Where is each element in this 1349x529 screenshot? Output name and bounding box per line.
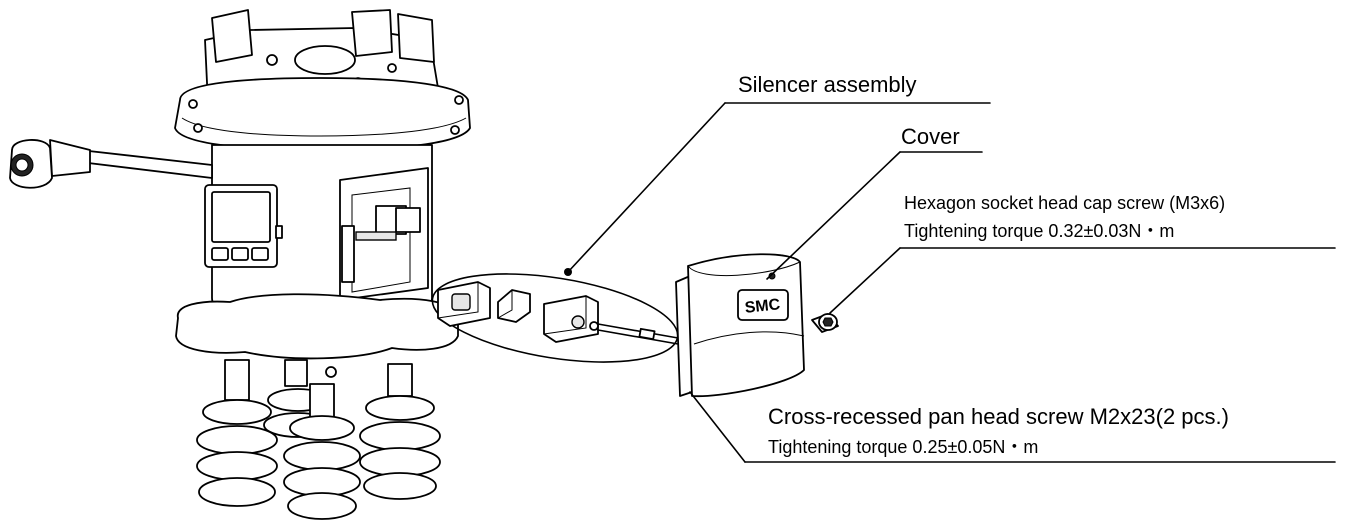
suction-cup-right	[359, 363, 441, 500]
label-hex-screw: Hexagon socket head cap screw (M3x6)	[904, 193, 1226, 213]
leader-lines	[564, 102, 1336, 463]
label-pan-screw-torque: Tightening torque 0.25±0.05N・m	[768, 437, 1039, 457]
label-pan-screw: Cross-recessed pan head screw M2x23(2 pc…	[768, 404, 1229, 429]
label-silencer-assembly: Silencer assembly	[738, 72, 917, 97]
vacuum-gripper-body	[9, 9, 471, 520]
suction-cup-front	[283, 383, 361, 520]
label-cover: Cover	[901, 124, 960, 149]
cover-logo: SMC	[744, 296, 782, 317]
suction-cup-left	[196, 359, 278, 507]
silencer-parts	[431, 273, 679, 363]
label-hex-screw-torque: Tightening torque 0.32±0.03N・m	[904, 221, 1175, 241]
hex-socket-screw	[811, 313, 839, 333]
cover-part	[675, 253, 805, 398]
